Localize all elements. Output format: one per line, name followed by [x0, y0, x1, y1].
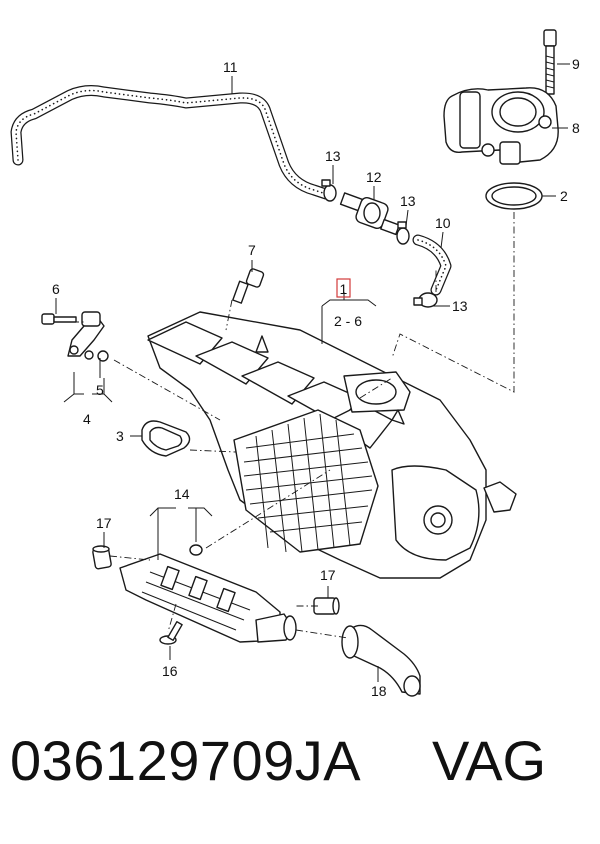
callout-4: 4 [83, 411, 91, 427]
o-ring-part-14 [189, 544, 203, 556]
callout-13: 13 [325, 148, 341, 164]
callout-7: 7 [248, 242, 256, 258]
pipe-part-18 [341, 624, 421, 697]
callout-6: 6 [52, 281, 60, 297]
throttle-body [443, 87, 559, 165]
hose-clamp-part-13 [396, 221, 410, 245]
callout-17: 17 [320, 567, 336, 583]
leader-lines [55, 63, 570, 682]
exploded-parts-diagram: 1 2 - 6 2 3 4 5 6 7 8 9 10 11 12 13 13 1… [10, 29, 580, 699]
plug-part-17 [313, 597, 340, 615]
gasket-part-3 [141, 420, 191, 457]
gasket-ring-part-2 [485, 182, 543, 210]
callout-17: 17 [96, 515, 112, 531]
part-number: 036129709JA [10, 729, 362, 792]
callout-13: 13 [400, 193, 416, 209]
callout-10: 10 [435, 215, 451, 231]
callout-18: 18 [371, 683, 387, 699]
callout-3: 3 [116, 428, 124, 444]
callout-9: 9 [572, 56, 580, 72]
intake-manifold [147, 311, 517, 579]
screw-part-16 [159, 621, 183, 645]
screw-part-6 [41, 313, 77, 325]
callout-1: 1 [340, 281, 348, 297]
bolt-part-9 [543, 29, 557, 95]
callout-1-range: 2 - 6 [334, 313, 362, 329]
intake-flap-actuator [119, 553, 297, 643]
hose-clamp-part-13 [413, 292, 438, 308]
hose-part-10 [412, 234, 452, 296]
brand-name: VAG [432, 729, 547, 792]
hose-clamp-part-13 [321, 179, 337, 202]
sensor-bracket-part-4 [67, 311, 105, 357]
callout-13: 13 [452, 298, 468, 314]
callout-8: 8 [572, 120, 580, 136]
footer: 036129709JA VAG [0, 728, 600, 828]
callout-16: 16 [162, 663, 178, 679]
highlight-box-callout-1 [336, 278, 351, 298]
callout-12: 12 [366, 169, 382, 185]
o-ring-part-5 [84, 350, 109, 362]
assembly-guide-lines [72, 212, 515, 639]
bolt-part-7 [232, 268, 265, 304]
plug-part-17 [92, 545, 112, 570]
valve-part-12 [339, 192, 400, 236]
breather-hose-part-11 [10, 85, 332, 200]
callout-11: 11 [223, 59, 238, 75]
callout-5: 5 [96, 382, 104, 398]
callout-2: 2 [560, 188, 568, 204]
callout-14: 14 [174, 486, 190, 502]
